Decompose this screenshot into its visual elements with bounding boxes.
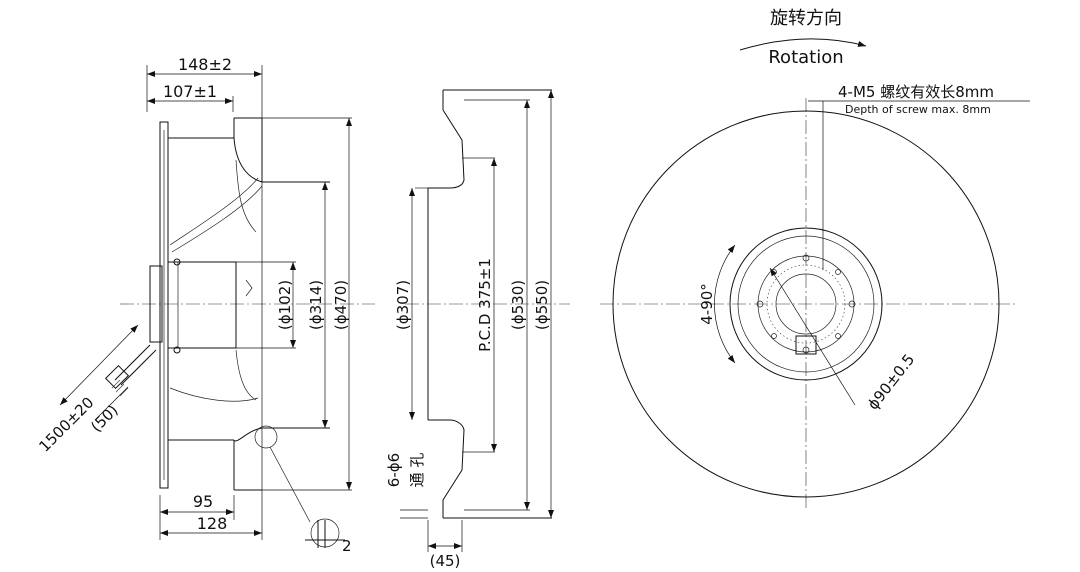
holes-count: 6-ϕ6 [385,453,403,487]
rotation-label-cn: 旋转方向 [770,8,842,29]
dim-mid-dia-530: (ϕ530) [509,280,527,330]
dim-flange-depth: (45) [430,552,461,570]
section-view: (ϕ307) P.C.D 375±1 (ϕ530) (ϕ550) 6-ϕ6 通 … [385,89,570,570]
angle-label: 4-90° [698,283,716,325]
holes-note: 通 孔 [408,453,426,488]
rotation-label-en: Rotation [768,47,843,68]
dim-inner-dia: (ϕ102) [276,280,294,330]
dim-width-total: 148±2 [178,55,232,74]
dim-bottom-outer: 128 [197,514,228,533]
screw-note-en: Depth of screw max. 8mm [845,103,991,116]
dim-outer-dia: (ϕ470) [332,280,350,330]
screw-note-cn: 4-M5 螺纹有效长8mm [838,83,994,101]
side-view: 148±2 107±1 [35,55,375,555]
dim-outer-dia-550: (ϕ550) [533,280,551,330]
bolt-circle-leader [769,267,856,406]
dim-bottom-inner: 95 [193,492,213,511]
outer-ring [612,110,1000,498]
angle-arc [714,244,736,364]
bolt-circle-label: ϕ90±0.5 [864,351,918,414]
front-view: 4-90° ϕ90±0.5 4-M5 螺纹有效长8mm Depth of scr… [600,8,1030,510]
motor-body [167,261,237,349]
dim-mid-dia: (ϕ314) [307,280,325,330]
dim-line-cable [59,324,139,406]
dim-pcd: P.C.D 375±1 [476,258,494,352]
detail-circle [254,425,278,449]
dim-inner-dia-307: (ϕ307) [394,280,412,330]
cable-exit [795,335,817,355]
rotation-arrow [739,38,867,51]
dim-width-partial: 107±1 [163,82,217,101]
hub-flange [149,265,163,343]
detail-value: 2 [342,537,352,555]
